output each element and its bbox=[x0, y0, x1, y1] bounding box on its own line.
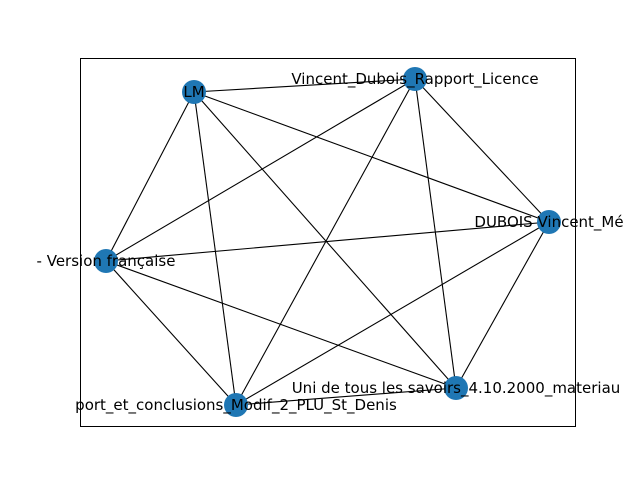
node-label-dubois: DUBOIS Vincent_Mé bbox=[474, 213, 623, 232]
edge-dubois-rapport bbox=[235, 221, 550, 406]
node-version bbox=[94, 249, 118, 273]
edge-lm-dubois bbox=[193, 91, 550, 223]
edge-version-rapport bbox=[105, 260, 237, 406]
edge-lm-uni bbox=[193, 91, 457, 389]
node-label-lm: LM bbox=[183, 83, 204, 101]
edge-lm-rapport bbox=[193, 91, 237, 406]
edge-vincent-version bbox=[105, 78, 416, 262]
node-rapport bbox=[224, 393, 248, 417]
edge-lm-vincent bbox=[193, 78, 416, 93]
edge-dubois-uni bbox=[455, 221, 550, 389]
edge-uni-rapport bbox=[235, 387, 457, 406]
node-vincent bbox=[403, 67, 427, 91]
node-dubois bbox=[537, 210, 561, 234]
edge-lm-version bbox=[105, 91, 195, 262]
node-label-vincent: Vincent_Dubois_Rapport_Licence bbox=[291, 70, 538, 89]
nodes-group bbox=[94, 67, 561, 417]
edges-group bbox=[105, 78, 550, 406]
node-label-uni: Uni de tous les savoirs_4.10.2000_materi… bbox=[292, 379, 621, 398]
node-label-version: - Version française bbox=[37, 252, 176, 270]
node-lm bbox=[182, 80, 206, 104]
plot-frame bbox=[80, 58, 576, 427]
edge-dubois-version bbox=[105, 221, 550, 262]
edge-vincent-uni bbox=[414, 78, 457, 389]
edge-version-uni bbox=[105, 260, 457, 389]
node-label-rapport: port_et_conclusions_Modif_2_PLU_St_Denis bbox=[75, 396, 397, 415]
edge-vincent-dubois bbox=[414, 78, 550, 223]
node-uni bbox=[444, 376, 468, 400]
